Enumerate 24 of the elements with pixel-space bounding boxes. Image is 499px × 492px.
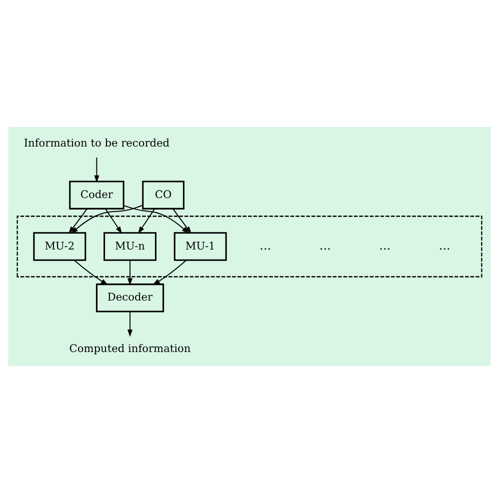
arrow: [138, 208, 156, 234]
label: ...: [260, 238, 272, 252]
node-box: MU-n: [104, 232, 156, 260]
label: ...: [379, 238, 391, 252]
arrow: [104, 208, 122, 234]
arrow: [123, 204, 189, 234]
arrow: [127, 310, 133, 336]
node-text: Computed information: [69, 342, 191, 355]
arrow: [127, 259, 133, 285]
node-box: MU-1: [174, 232, 227, 260]
arrow: [172, 208, 192, 234]
arrow: [152, 259, 187, 285]
cluster: [16, 215, 482, 277]
node-text: Information to be recorded: [24, 136, 170, 149]
node-box: CO: [142, 180, 184, 209]
node-box: MU-2: [33, 232, 86, 260]
arrow: [94, 156, 100, 182]
label: ...: [319, 238, 331, 252]
arrow: [70, 204, 144, 234]
arrow: [74, 259, 108, 285]
node-box: Decoder: [96, 283, 164, 312]
node-box: Coder: [69, 180, 124, 209]
label: ...: [438, 238, 450, 252]
arrow: [68, 208, 88, 234]
